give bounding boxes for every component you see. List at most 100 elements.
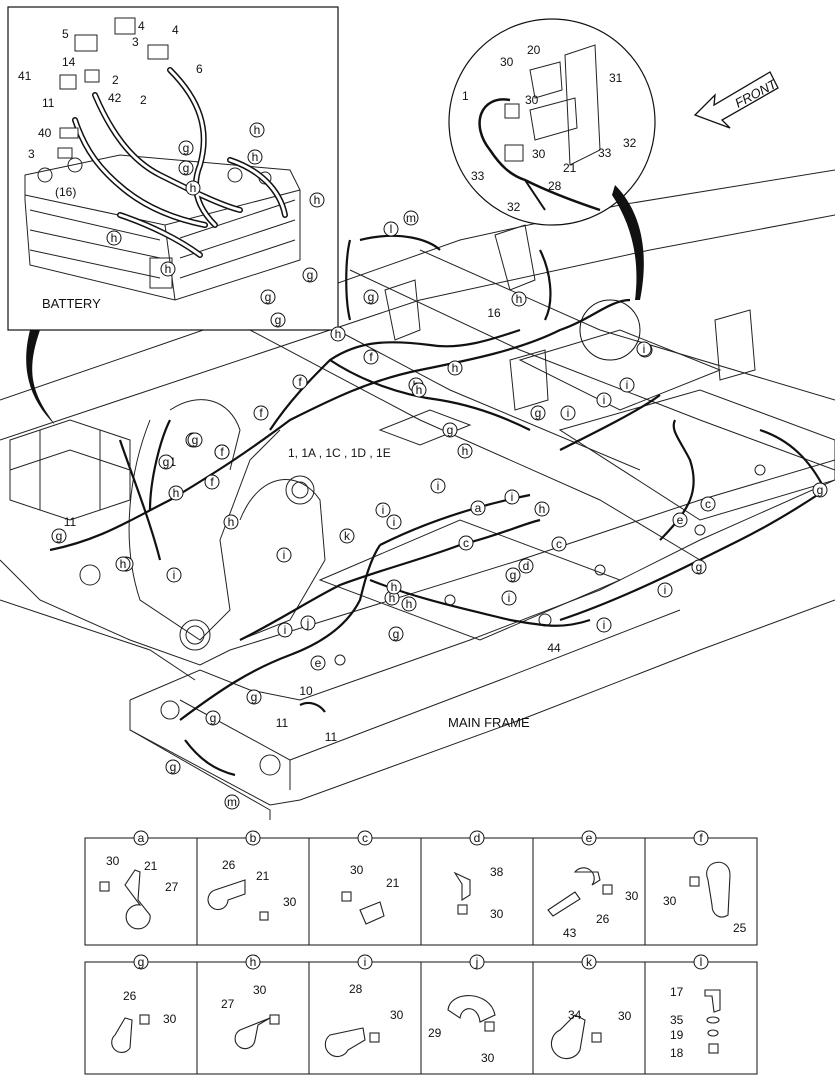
battery-on-frame — [9, 419, 131, 521]
battery-callout: h — [165, 262, 172, 276]
callout-circle — [158, 454, 174, 470]
callout-circle — [253, 405, 269, 421]
main-callout-label: f — [369, 350, 373, 364]
main-callout-label: 11 — [64, 515, 77, 529]
clamp-panels-row2 — [84, 961, 758, 1075]
main-callout-label: e — [315, 656, 322, 670]
part-number: 25 — [733, 921, 747, 935]
detail-callout: 33 — [598, 146, 612, 160]
callout-circle — [363, 349, 379, 365]
main-callout-label: i — [283, 548, 286, 562]
callout-circle — [700, 496, 716, 512]
detail-callout: 20 — [527, 43, 541, 57]
battery-callout: h — [190, 181, 197, 195]
connector-detail-inset: 1 20 31 30 30 30 33 32 33 21 28 32 — [448, 18, 656, 226]
panel-letter-k: k — [586, 955, 593, 969]
main-callout-label: h — [389, 591, 396, 605]
main-callout-label: j — [306, 616, 310, 630]
callout-circle — [430, 478, 446, 494]
panel-letter-a: a — [138, 831, 145, 845]
battery-callout: h — [254, 123, 261, 137]
callout-circle — [386, 514, 402, 530]
callout-circle — [168, 485, 184, 501]
callout-circle — [300, 615, 316, 631]
part-number: 30 — [618, 1009, 632, 1023]
battery-callout: 2 — [112, 73, 119, 87]
callout-circle — [310, 655, 326, 671]
main-callout-label: g — [210, 711, 217, 725]
callout-circle — [596, 617, 612, 633]
callout-circle — [442, 422, 458, 438]
callout-circle — [363, 289, 379, 305]
front-direction-arrow: FRONT — [693, 71, 780, 129]
part-number: 30 — [350, 863, 364, 877]
main-callout-label: g — [56, 529, 63, 543]
main-callout-label: h — [120, 557, 127, 571]
callout-circle — [51, 528, 67, 544]
main-callout-label: g — [170, 760, 177, 774]
battery-label: BATTERY — [42, 296, 101, 311]
part-number: 28 — [349, 982, 363, 996]
main-callout-label: g — [163, 455, 170, 469]
part-number: 21 — [386, 876, 400, 890]
battery-pointer-arrow — [26, 330, 55, 425]
main-callout-label: 10 — [299, 684, 313, 698]
callout-circle — [518, 558, 534, 574]
callout-circle — [386, 579, 402, 595]
main-callout-label: h — [391, 580, 398, 594]
main-callout-label: h — [228, 515, 235, 529]
panel-letter-g: g — [138, 955, 145, 969]
panel-letter-f: f — [699, 831, 703, 845]
battery-callout: h — [111, 231, 118, 245]
main-callout-label: g — [275, 313, 282, 327]
main-callout-label: 44 — [547, 641, 561, 655]
main-callouts: mlggh16gghhffhgfhgghfghfhih1111hkachcdgi… — [51, 210, 828, 810]
detail-pointer-arrow — [612, 185, 644, 300]
callout-circle — [505, 567, 521, 583]
main-callout-label: i — [643, 342, 646, 356]
detail-callout: 33 — [471, 169, 485, 183]
main-callout-label: m — [227, 795, 237, 809]
main-callout-label: g — [251, 690, 258, 704]
main-callout-label: g — [447, 423, 454, 437]
detail-source-circle — [579, 299, 641, 361]
main-callout-label: i — [511, 490, 514, 504]
part-number: 26 — [596, 912, 610, 926]
main-callout-label: c — [705, 497, 711, 511]
part-number: 30 — [390, 1008, 404, 1022]
callout-circle — [672, 512, 688, 528]
main-callout-label: g — [307, 268, 314, 282]
battery-callout: 4 — [138, 19, 145, 33]
battery-callout: 5 — [62, 27, 69, 41]
clamp-panels-row1 — [84, 837, 758, 946]
main-callout-label: f — [259, 406, 263, 420]
callout-circle — [205, 710, 221, 726]
part-number: 38 — [490, 865, 504, 879]
callout-circle — [812, 482, 828, 498]
battery-callout: (16) — [55, 185, 76, 199]
part-number: 43 — [563, 926, 577, 940]
main-callout-label: i — [173, 568, 176, 582]
callout-circle — [534, 501, 550, 517]
callout-circle — [504, 489, 520, 505]
part-number: 30 — [163, 1012, 177, 1026]
panel-letter-j: j — [475, 955, 479, 969]
callout-circle — [383, 221, 399, 237]
panel-letter-i: i — [364, 955, 367, 969]
callout-circle — [187, 432, 203, 448]
part-number: 30 — [490, 907, 504, 921]
part-number: 21 — [256, 869, 270, 883]
part-number: 26 — [123, 989, 137, 1003]
detail-callout: 28 — [548, 179, 562, 193]
main-callout-label: m — [406, 211, 416, 225]
callout-circle — [447, 360, 463, 376]
part-number: 35 — [670, 1013, 684, 1027]
main-callout-label: l — [390, 222, 393, 236]
main-callout-label: h — [335, 327, 342, 341]
main-callout-label: h — [516, 292, 523, 306]
main-callout-label: g — [696, 560, 703, 574]
callout-circle — [511, 291, 527, 307]
part-number: 30 — [663, 894, 677, 908]
main-callout-label: h — [539, 502, 546, 516]
